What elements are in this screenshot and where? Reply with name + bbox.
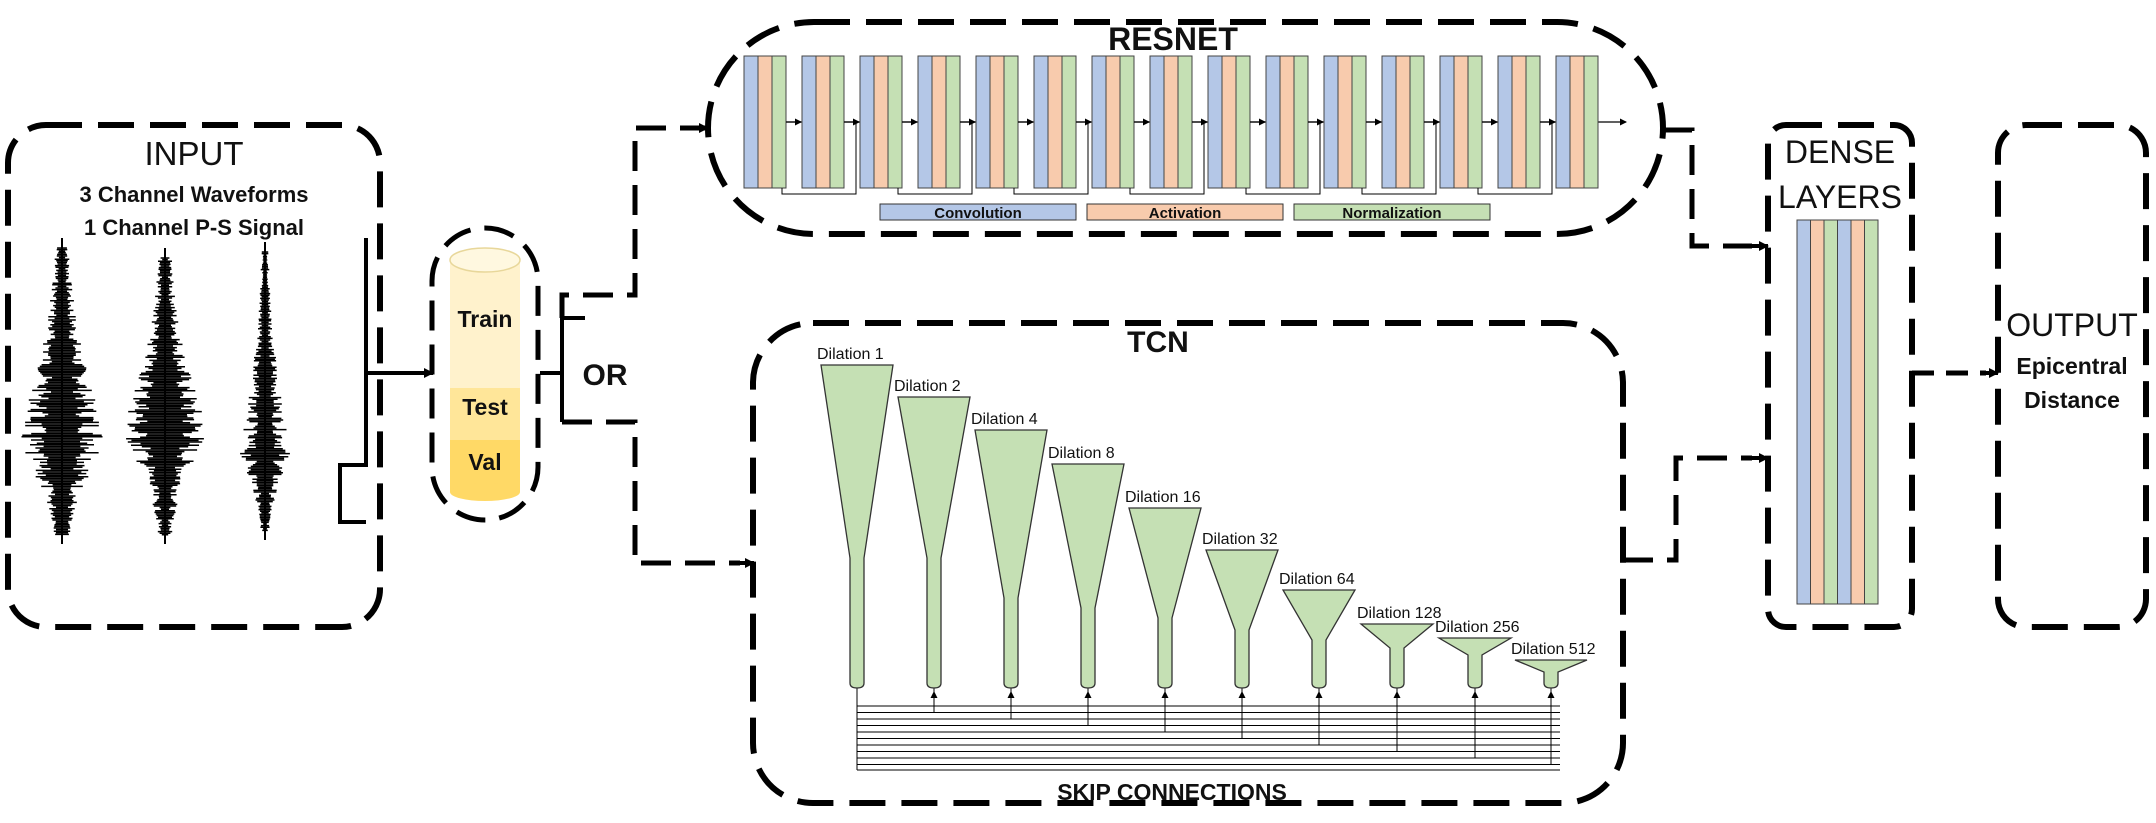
split-train: Train — [458, 306, 513, 332]
dilation-label: Dilation 2 — [894, 378, 961, 395]
dense-title-line-2: LAYERS — [1778, 179, 1902, 215]
dataset-border — [429, 225, 541, 523]
train-segment — [450, 260, 520, 388]
dilation-label: Dilation 16 — [1125, 489, 1201, 506]
train-cap — [449, 247, 521, 273]
tcn-funnels: Dilation 1 Dilation 2 Dilation 4 Dilation 8… — [817, 346, 1596, 689]
tcn-dilation-layer: Dilation 256 — [1435, 619, 1520, 689]
dense-layer-bar — [1850, 219, 1865, 605]
dense-layer-bar — [1810, 219, 1825, 605]
or-fork-connector — [540, 316, 585, 424]
fork-to-resnet-path — [559, 125, 705, 318]
tcn-dilation-layer: Dilation 512 — [1511, 641, 1596, 689]
dense-layer-bar — [1823, 219, 1838, 605]
tcn-dilation-layer: Dilation 16 — [1125, 489, 1202, 689]
resnet-block — [1149, 55, 1208, 189]
resnet-block — [1439, 55, 1553, 195]
dense-layer-bar — [1864, 219, 1879, 605]
legend-activation-swatch — [1086, 203, 1284, 221]
input-panel-border — [5, 122, 383, 630]
dense-border — [1765, 122, 1915, 630]
resnet-block — [1207, 55, 1321, 195]
split-val: Val — [468, 449, 501, 475]
waveform-trace — [21, 238, 103, 544]
or-label: OR — [583, 359, 628, 392]
resnet-blocks — [743, 55, 1627, 195]
dense-bars — [1796, 219, 1879, 605]
input-line-1: 3 Channel Waveforms — [79, 182, 308, 207]
dilation-label: Dilation 64 — [1279, 571, 1355, 588]
fork-to-tcn-path — [562, 419, 740, 566]
waveform-trace — [240, 242, 290, 540]
waveform-trace — [126, 248, 204, 544]
tcn-dilation-layer: Dilation 128 — [1357, 605, 1442, 689]
tcn-title: TCN — [1127, 326, 1189, 359]
input-to-dataset-connector — [338, 238, 408, 524]
legend-convolution-swatch — [879, 203, 1077, 221]
resnet-block — [859, 55, 973, 195]
legend-convolution: Convolution — [934, 205, 1021, 222]
split-test: Test — [462, 394, 508, 420]
input-line-2: 1 Channel P-S Signal — [84, 215, 304, 240]
dense-title-line-1: DENSE — [1785, 134, 1895, 170]
dilation-label: Dilation 256 — [1435, 619, 1520, 636]
resnet-block — [743, 55, 857, 195]
tcn-dilation-layer: Dilation 64 — [1279, 571, 1357, 689]
legend-normalization-swatch — [1293, 203, 1491, 221]
resnet-block — [1497, 55, 1556, 189]
dense-layers-panel: DENSE LAYERS — [1765, 122, 1915, 630]
dilation-label: Dilation 4 — [971, 411, 1038, 428]
input-title: INPUT — [145, 135, 244, 172]
resnet-block — [917, 55, 976, 189]
tcn-dilation-layer: Dilation 8 — [1048, 445, 1125, 689]
resnet-block — [1033, 55, 1092, 189]
resnet-block — [975, 55, 1089, 195]
dilation-label: Dilation 1 — [817, 346, 884, 363]
resnet-block — [801, 55, 860, 189]
output-panel: OUTPUT Epicentral Distance — [1995, 122, 2149, 630]
dilation-label: Dilation 512 — [1511, 641, 1596, 658]
val-bottom-cap — [450, 483, 520, 501]
tcn-dilation-layer: Dilation 1 — [817, 346, 894, 689]
waveform-group — [21, 238, 290, 544]
resnet-title: RESNET — [1108, 21, 1238, 57]
tcn-to-dense-path — [1623, 455, 1752, 563]
tcn-dilation-layer: Dilation 4 — [971, 411, 1048, 689]
legend-activation: Activation — [1149, 205, 1222, 222]
output-title: OUTPUT — [2006, 307, 2138, 343]
dilation-label: Dilation 8 — [1048, 445, 1115, 462]
resnet-to-dense-path — [1663, 127, 1752, 249]
tcn-skip-connections — [856, 688, 1560, 771]
output-line-1: Epicentral — [2016, 353, 2127, 379]
tcn-dilation-layer: Dilation 32 — [1202, 531, 1279, 689]
dense-layer-bar — [1837, 219, 1852, 605]
resnet-block — [1323, 55, 1437, 195]
dataset-cylinder: Train Test Val — [429, 225, 541, 523]
legend-normalization: Normalization — [1342, 205, 1441, 222]
input-panel: INPUT 3 Channel Waveforms 1 Channel P-S … — [5, 122, 383, 630]
dense-layer-bar — [1796, 219, 1811, 605]
resnet-block — [1381, 55, 1440, 189]
resnet-block — [1265, 55, 1324, 189]
resnet-block — [1555, 55, 1599, 189]
resnet-panel: RESNET Convolution Activation Normalizat… — [705, 19, 1666, 237]
resnet-block — [1091, 55, 1205, 195]
tcn-border — [750, 320, 1626, 806]
dilation-label: Dilation 32 — [1202, 531, 1278, 548]
test-segment — [450, 388, 520, 440]
output-line-2: Distance — [2024, 387, 2120, 413]
skip-connections-label: SKIP CONNECTIONS — [1057, 779, 1287, 805]
dilation-label: Dilation 128 — [1357, 605, 1442, 622]
tcn-dilation-layer: Dilation 2 — [894, 378, 971, 689]
